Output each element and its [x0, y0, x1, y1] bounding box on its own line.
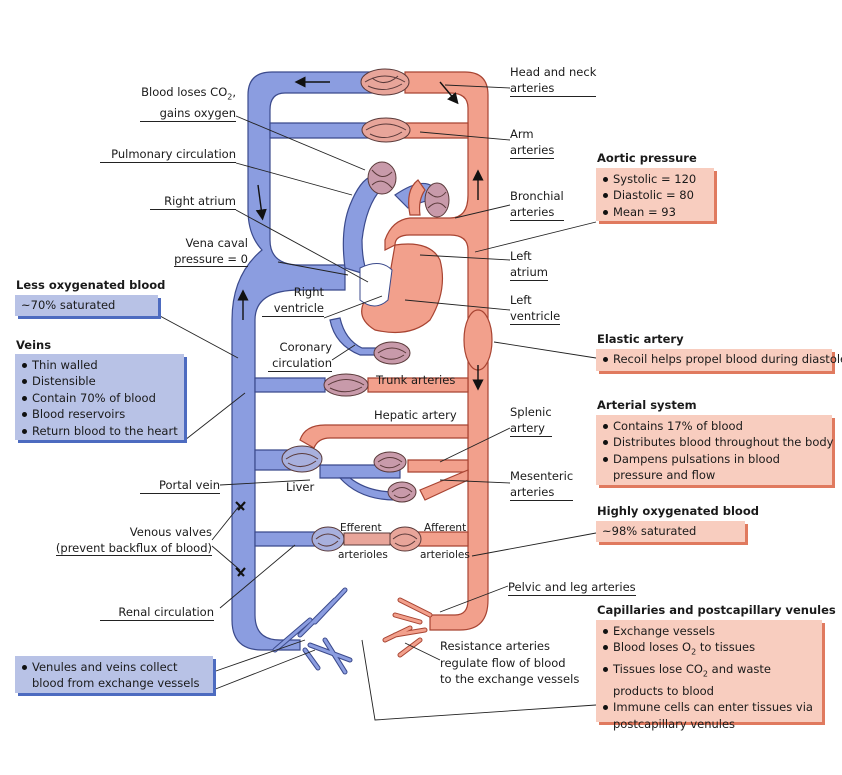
label-trunk-arteries: Trunk arteries — [376, 373, 456, 387]
elastic-artery-item: Recoil helps propel blood during diastol… — [602, 351, 842, 367]
label-portal-vein: Portal vein — [140, 477, 220, 494]
vein-trunk — [254, 377, 326, 393]
venules-item: Venules and veins collect blood from exc… — [21, 659, 207, 692]
elastic-artery-box: Recoil helps propel blood during diastol… — [596, 349, 842, 371]
capillary-bed-trunk — [323, 373, 369, 397]
label-afferent: Afferent — [424, 522, 467, 534]
arterial-system — [299, 71, 493, 658]
capillaries-item: Blood loses O2 to tissues — [602, 639, 816, 661]
arrow-jugular-down — [255, 184, 267, 221]
capillaries-item: Immune cells can enter tissues via postc… — [602, 699, 818, 732]
capillaries-title: Capillaries and postcapillary venules — [597, 603, 836, 617]
arterial-system-box: Contains 17% of blood Distributes blood … — [596, 415, 833, 485]
veins-title: Veins — [16, 338, 52, 352]
capillary-bed-liver — [281, 445, 323, 473]
highly-oxygenated-box: ~98% saturated — [596, 521, 745, 542]
flow-arrows — [237, 76, 484, 391]
veins-item: Contain 70% of blood — [21, 390, 178, 406]
label-arterioles-afferent: arterioles — [420, 549, 470, 561]
arterial-system-item: Dampens pulsations in blood pressure and… — [602, 451, 823, 484]
capillary-bed-lung-right — [424, 182, 450, 218]
artery-splenic — [407, 459, 469, 473]
elastic-artery-bulge — [463, 309, 493, 371]
less-oxygenated-title: Less oxygenated blood — [16, 278, 166, 292]
label-venous-valves: Venous valves(prevent backflux of blood) — [55, 525, 212, 556]
label-right-atrium: Right atrium — [150, 193, 236, 210]
leader-lines — [159, 84, 597, 721]
capillary-bed-spleen — [373, 451, 407, 473]
label-blood-loses-co2: Blood loses CO2, gains oxygen — [140, 85, 236, 123]
veins-item: Thin walled — [21, 357, 178, 373]
arterial-system-item: Distributes blood throughout the body — [602, 434, 833, 450]
less-oxygenated-box: ~70% saturated — [15, 295, 158, 316]
venous-valves — [235, 501, 246, 577]
arrow-head-artery — [439, 81, 459, 105]
artery-hepatic — [299, 424, 469, 449]
capillaries-item: Exchange vessels — [602, 623, 816, 639]
artery-mesenteric — [419, 469, 469, 501]
capillary-bed-renal-2 — [388, 526, 422, 552]
aortic-pressure-item: Diastolic = 80 — [602, 187, 708, 203]
vein-renal — [254, 531, 316, 547]
aortic-pressure-item: Systolic = 120 — [602, 171, 708, 187]
veins-item: Blood reservoirs — [21, 406, 178, 422]
vein-arm — [269, 122, 373, 139]
capillary-bed-coronary — [373, 341, 411, 365]
label-renal-circulation: Renal circulation — [100, 604, 214, 621]
leg-arteries — [382, 597, 433, 658]
aortic-pressure-title: Aortic pressure — [597, 151, 697, 165]
arterial-system-item: Contains 17% of blood — [602, 418, 826, 434]
label-liver: Liver — [286, 480, 315, 494]
label-efferent: Efferent — [340, 522, 382, 534]
capillary-bed-lung-left — [367, 161, 397, 195]
veins-item: Return blood to the heart — [21, 423, 178, 439]
arterial-system-title: Arterial system — [597, 398, 697, 412]
elastic-artery-title: Elastic artery — [597, 332, 684, 346]
renal-connector — [343, 532, 391, 546]
capillaries-box: Exchange vessels Blood loses O2 to tissu… — [596, 620, 822, 731]
capillary-bed-head — [360, 68, 410, 96]
label-pelvic-leg-arteries: Pelvic and leg arteries — [508, 580, 636, 596]
vena-cava — [231, 71, 376, 651]
highly-oxygenated-value: ~98% saturated — [602, 524, 697, 538]
veins-item: Distensible — [21, 373, 178, 389]
highly-oxygenated-title: Highly oxygenated blood — [597, 504, 759, 518]
aorta — [384, 71, 489, 631]
capillary-beds — [281, 68, 450, 552]
aortic-pressure-box: Systolic = 120 Diastolic = 80 Mean = 93 — [596, 168, 714, 221]
label-hepatic-artery: Hepatic artery — [374, 408, 457, 422]
capillaries-item: Tissues lose CO2 and waste products to b… — [602, 661, 818, 699]
label-arterioles-efferent: arterioles — [338, 549, 388, 561]
pulmonary-vein — [408, 179, 426, 216]
label-pulmonary-circulation: Pulmonary circulation — [100, 146, 236, 163]
capillary-bed-arm — [361, 117, 411, 143]
venules-box: Venules and veins collect blood from exc… — [15, 656, 213, 693]
right-heart — [359, 263, 393, 307]
veins-box: Thin walled Distensible Contain 70% of b… — [15, 354, 184, 440]
aortic-pressure-item: Mean = 93 — [602, 204, 708, 220]
capillary-bed-mesenteric — [387, 481, 417, 503]
less-oxygenated-value: ~70% saturated — [21, 298, 116, 312]
